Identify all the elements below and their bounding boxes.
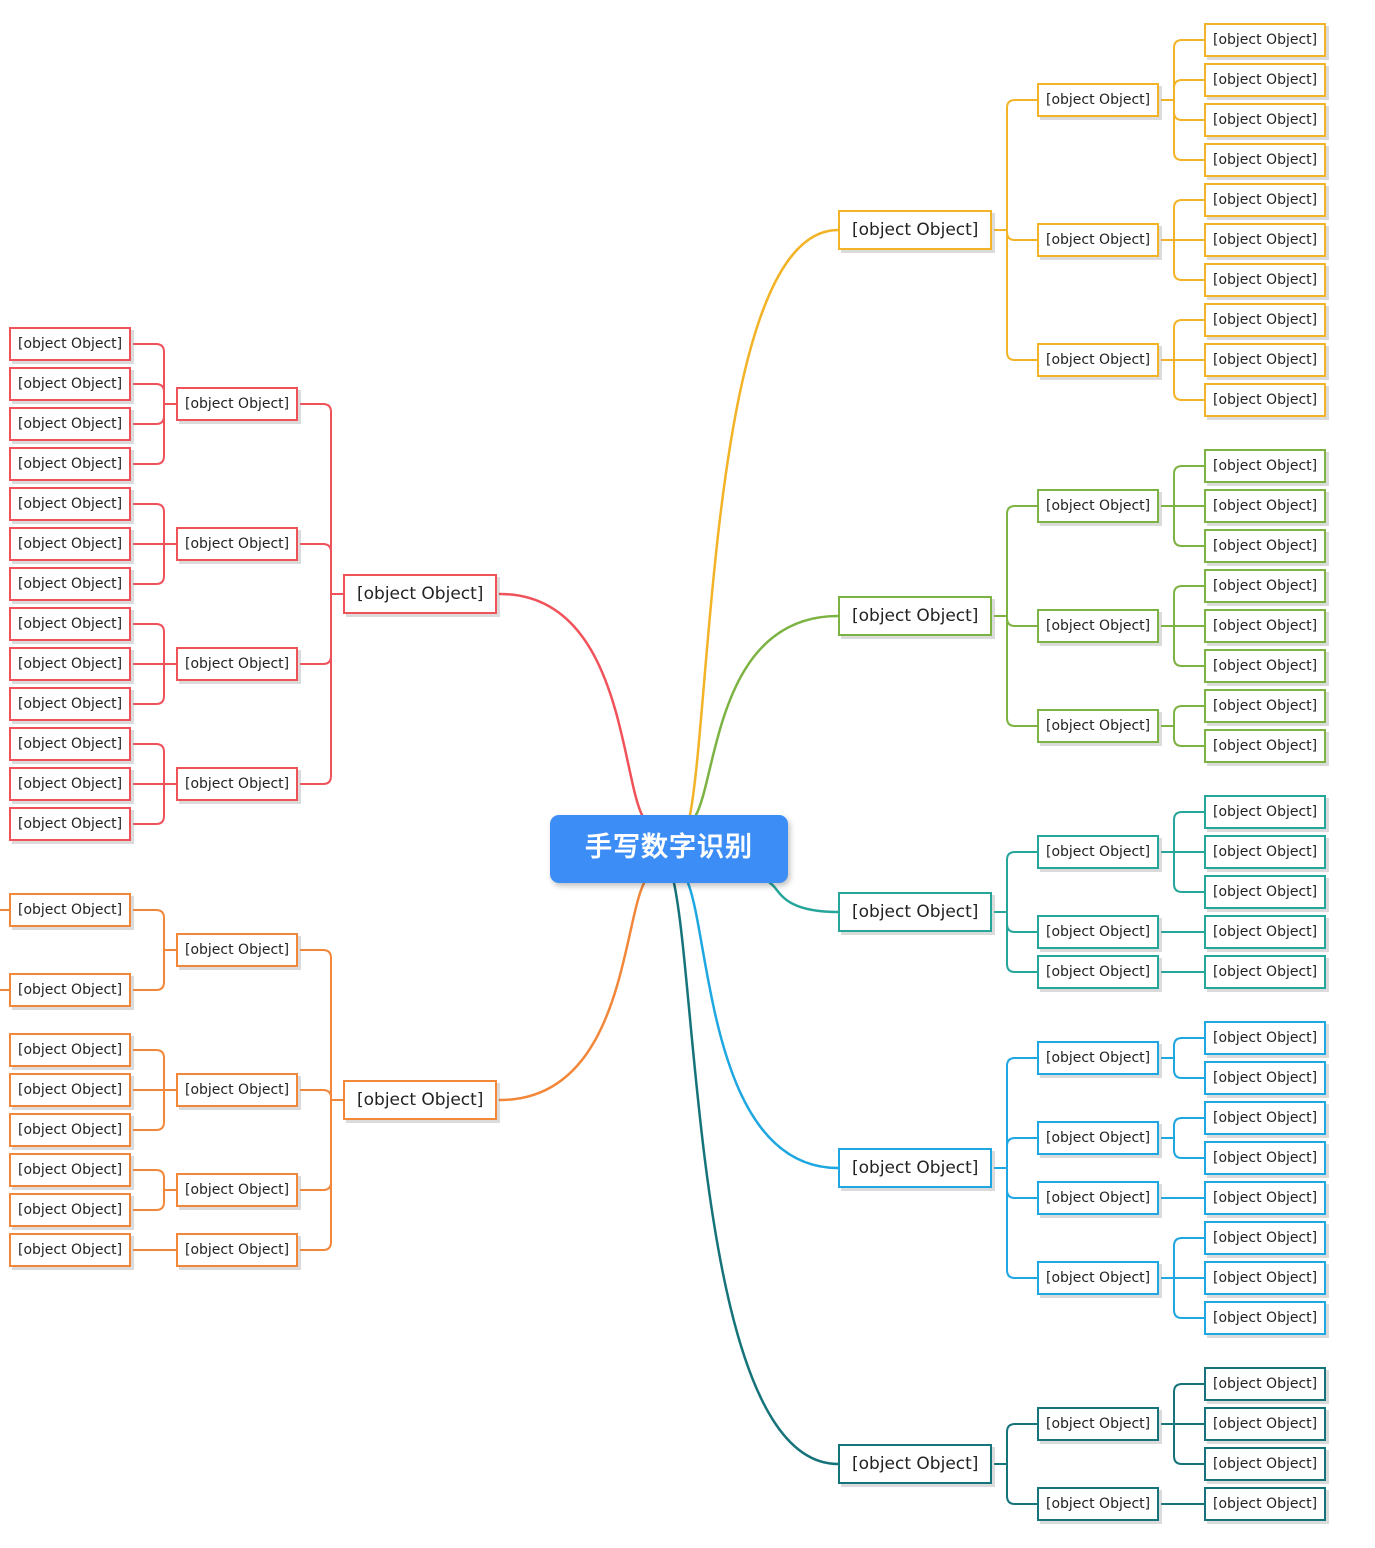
mindmap-node-level-3[interactable]: [object Object] <box>1204 223 1327 257</box>
mindmap-node-level-3[interactable]: [object Object] <box>9 487 132 521</box>
mindmap-node-level-2[interactable]: [object Object] <box>1037 223 1160 257</box>
mindmap-node-level-3[interactable]: [object Object] <box>1204 729 1327 763</box>
mindmap-node-level-3[interactable]: [object Object] <box>9 327 132 361</box>
mindmap-node-level-2[interactable]: [object Object] <box>1037 955 1160 989</box>
mindmap-node-level-3[interactable]: [object Object] <box>9 893 132 927</box>
mindmap-node-level-3[interactable]: [object Object] <box>9 607 132 641</box>
mindmap-node-level-3[interactable]: [object Object] <box>9 1193 132 1227</box>
mindmap-node-level-2[interactable]: [object Object] <box>1037 915 1160 949</box>
mindmap-node-level-3[interactable]: [object Object] <box>1204 1261 1327 1295</box>
mindmap-node-level-2[interactable]: [object Object] <box>1037 609 1160 643</box>
mindmap-node-level-2[interactable]: [object Object] <box>176 527 299 561</box>
mindmap-node-level-1[interactable]: [object Object] <box>343 1080 498 1120</box>
mindmap-node-level-2[interactable]: [object Object] <box>176 387 299 421</box>
mindmap-node-level-3[interactable]: [object Object] <box>1204 303 1327 337</box>
mindmap-node-level-2[interactable]: [object Object] <box>1037 343 1160 377</box>
mindmap-node-level-1[interactable]: [object Object] <box>838 596 993 636</box>
mindmap-node-level-3[interactable]: [object Object] <box>1204 1487 1327 1521</box>
mindmap-node-level-3[interactable]: [object Object] <box>1204 103 1327 137</box>
mindmap-node-level-3[interactable]: [object Object] <box>1204 449 1327 483</box>
mindmap-node-level-2[interactable]: [object Object] <box>176 1073 299 1107</box>
mindmap-node-level-3[interactable]: [object Object] <box>9 1073 132 1107</box>
mindmap-node-level-3[interactable]: [object Object] <box>1204 529 1327 563</box>
mindmap-node-level-2[interactable]: [object Object] <box>1037 1261 1160 1295</box>
mindmap-node-level-3[interactable]: [object Object] <box>9 407 132 441</box>
mindmap-node-level-3[interactable]: [object Object] <box>9 527 132 561</box>
mindmap-node-level-2[interactable]: [object Object] <box>1037 1407 1160 1441</box>
mindmap-node-level-3[interactable]: [object Object] <box>1204 383 1327 417</box>
mindmap-node-level-3[interactable]: [object Object] <box>1204 1301 1327 1335</box>
mindmap-node-level-1[interactable]: [object Object] <box>343 574 498 614</box>
mindmap-node-level-3[interactable]: [object Object] <box>1204 1221 1327 1255</box>
mindmap-node-level-3[interactable]: [object Object] <box>1204 63 1327 97</box>
mindmap-node-level-3[interactable]: [object Object] <box>1204 263 1327 297</box>
mindmap-node-level-2[interactable]: [object Object] <box>176 933 299 967</box>
mindmap-node-level-3[interactable]: [object Object] <box>1204 689 1327 723</box>
mindmap-node-level-3[interactable]: [object Object] <box>1204 489 1327 523</box>
mindmap-node-level-3[interactable]: [object Object] <box>1204 1407 1327 1441</box>
mindmap-node-level-3[interactable]: [object Object] <box>9 447 132 481</box>
mindmap-node-level-3[interactable]: [object Object] <box>9 567 132 601</box>
mindmap-node-level-1[interactable]: [object Object] <box>838 1148 993 1188</box>
mindmap-node-level-3[interactable]: [object Object] <box>9 1153 132 1187</box>
mindmap-node-level-3[interactable]: [object Object] <box>9 727 132 761</box>
mindmap-node-level-3[interactable]: [object Object] <box>9 367 132 401</box>
mindmap-node-level-2[interactable]: [object Object] <box>176 647 299 681</box>
mindmap-node-level-3[interactable]: [object Object] <box>9 973 132 1007</box>
mindmap-node-level-2[interactable]: [object Object] <box>1037 1041 1160 1075</box>
mindmap-node-level-3[interactable]: [object Object] <box>1204 795 1327 829</box>
mindmap-node-level-3[interactable]: [object Object] <box>1204 23 1327 57</box>
mindmap-node-level-3[interactable]: [object Object] <box>1204 649 1327 683</box>
mindmap-node-level-3[interactable]: [object Object] <box>1204 183 1327 217</box>
mindmap-node-level-3[interactable]: [object Object] <box>9 647 132 681</box>
mindmap-node-level-2[interactable]: [object Object] <box>1037 709 1160 743</box>
mindmap-node-level-3[interactable]: [object Object] <box>1204 955 1327 989</box>
mindmap-node-level-3[interactable]: [object Object] <box>1204 1367 1327 1401</box>
mindmap-node-level-2[interactable]: [object Object] <box>176 767 299 801</box>
mindmap-node-level-1[interactable]: [object Object] <box>838 210 993 250</box>
root-node[interactable]: 手写数字识别 <box>550 815 788 883</box>
mindmap-node-level-2[interactable]: [object Object] <box>176 1233 299 1267</box>
mindmap-node-level-3[interactable]: [object Object] <box>1204 1021 1327 1055</box>
mindmap-node-level-3[interactable]: [object Object] <box>9 687 132 721</box>
mindmap-node-level-3[interactable]: [object Object] <box>1204 343 1327 377</box>
mindmap-node-level-3[interactable]: [object Object] <box>1204 915 1327 949</box>
mindmap-node-level-3[interactable]: [object Object] <box>1204 1061 1327 1095</box>
mindmap-node-level-2[interactable]: [object Object] <box>176 1173 299 1207</box>
mindmap-node-level-2[interactable]: [object Object] <box>1037 1181 1160 1215</box>
mindmap-node-level-2[interactable]: [object Object] <box>1037 1121 1160 1155</box>
mindmap-node-level-3[interactable]: [object Object] <box>9 1033 132 1067</box>
mindmap-node-level-3[interactable]: [object Object] <box>1204 1101 1327 1135</box>
mindmap-node-level-3[interactable]: [object Object] <box>9 1113 132 1147</box>
mindmap-node-level-3[interactable]: [object Object] <box>1204 835 1327 869</box>
mindmap-node-level-3[interactable]: [object Object] <box>1204 609 1327 643</box>
mindmap-node-level-3[interactable]: [object Object] <box>1204 1447 1327 1481</box>
mindmap-node-level-2[interactable]: [object Object] <box>1037 1487 1160 1521</box>
mindmap-node-level-3[interactable]: [object Object] <box>9 1233 132 1267</box>
mindmap-node-level-3[interactable]: [object Object] <box>9 767 132 801</box>
mindmap-node-level-3[interactable]: [object Object] <box>1204 569 1327 603</box>
mindmap-node-level-3[interactable]: [object Object] <box>9 807 132 841</box>
mindmap-node-level-2[interactable]: [object Object] <box>1037 489 1160 523</box>
mindmap-node-level-2[interactable]: [object Object] <box>1037 83 1160 117</box>
mindmap-node-level-3[interactable]: [object Object] <box>1204 875 1327 909</box>
mindmap-node-level-1[interactable]: [object Object] <box>838 1444 993 1484</box>
mindmap-node-level-1[interactable]: [object Object] <box>838 892 993 932</box>
mindmap-node-level-3[interactable]: [object Object] <box>1204 1141 1327 1175</box>
mindmap-node-level-3[interactable]: [object Object] <box>1204 1181 1327 1215</box>
mindmap-node-level-3[interactable]: [object Object] <box>1204 143 1327 177</box>
mindmap-node-level-2[interactable]: [object Object] <box>1037 835 1160 869</box>
